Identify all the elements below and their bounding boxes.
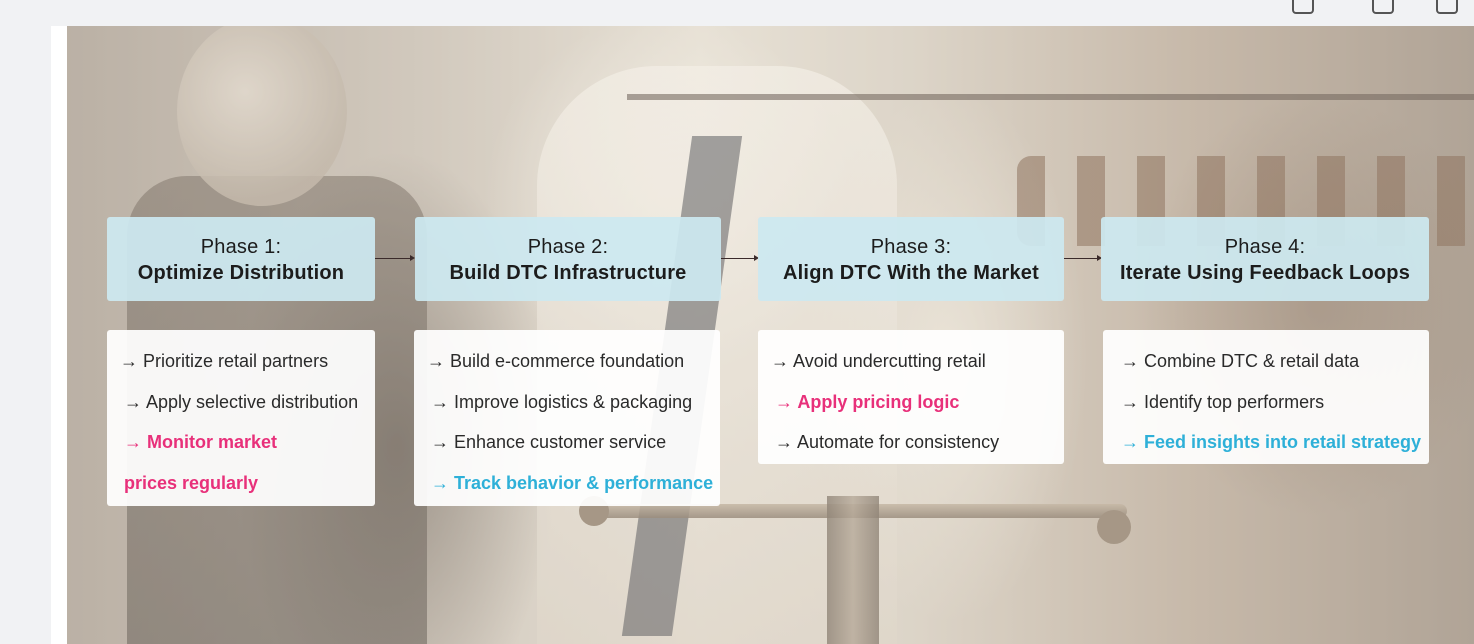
phase-1-details: → Prioritize retail partners → Apply sel… bbox=[107, 330, 375, 506]
background-rack-pole bbox=[827, 496, 879, 644]
left-panel bbox=[0, 0, 51, 644]
phase-title: Optimize Distribution bbox=[137, 262, 345, 284]
arrow-connector bbox=[375, 255, 415, 261]
toolbar-icon-1[interactable] bbox=[1292, 0, 1314, 14]
phase-1-header: Phase 1: Optimize Distribution bbox=[107, 217, 375, 301]
slide-canvas: Phase 1: Optimize Distribution Phase 2: … bbox=[67, 26, 1474, 644]
background-rack-knob bbox=[1097, 510, 1131, 544]
phase-number: Phase 2: bbox=[527, 236, 609, 258]
detail-item-highlight: → Feed insights into retail strategy bbox=[1121, 432, 1422, 452]
detail-item: → Apply selective distribution bbox=[124, 391, 359, 412]
detail-item: → Combine DTC & retail data bbox=[1121, 351, 1360, 371]
phase-number: Phase 1: bbox=[200, 236, 282, 258]
detail-item: → Improve logistics & packaging bbox=[431, 391, 693, 412]
phase-title: Build DTC Infrastructure bbox=[449, 262, 687, 284]
phase-3-header: Phase 3: Align DTC With the Market bbox=[758, 217, 1064, 301]
phase-4-details: → Combine DTC & retail data → Identify t… bbox=[1103, 330, 1429, 464]
detail-item-highlight: → Apply pricing logic bbox=[775, 391, 960, 412]
arrow-connector bbox=[1064, 255, 1102, 261]
background-mannequin bbox=[177, 26, 347, 206]
phase-title: Align DTC With the Market bbox=[783, 262, 1039, 284]
phase-number: Phase 3: bbox=[870, 236, 952, 258]
phase-2-header: Phase 2: Build DTC Infrastructure bbox=[415, 217, 721, 301]
detail-item: → Prioritize retail partners bbox=[120, 351, 329, 371]
toolbar-icon-2[interactable] bbox=[1372, 0, 1394, 14]
detail-item: → Build e-commerce foundation bbox=[427, 351, 685, 371]
detail-item: → Automate for consistency bbox=[775, 432, 1000, 452]
phase-number: Phase 4: bbox=[1224, 236, 1306, 258]
phase-title: Iterate Using Feedback Loops bbox=[1119, 262, 1411, 284]
background-rail bbox=[627, 94, 1474, 100]
detail-item: → Enhance customer service bbox=[431, 432, 667, 452]
toolbar-icon-3[interactable] bbox=[1436, 0, 1458, 14]
detail-item-highlight: → Track behavior & performance bbox=[431, 472, 714, 493]
arrow-connector bbox=[721, 255, 759, 261]
phase-3-details: → Avoid undercutting retail → Apply pric… bbox=[758, 330, 1064, 464]
detail-item: → Avoid undercutting retail bbox=[771, 351, 986, 371]
phase-2-details: → Build e-commerce foundation → Improve … bbox=[414, 330, 720, 506]
phase-4-header: Phase 4: Iterate Using Feedback Loops bbox=[1101, 217, 1429, 301]
detail-item: → Identify top performers bbox=[1121, 391, 1325, 412]
detail-item-highlight: → Monitor market prices regularly bbox=[124, 432, 278, 493]
